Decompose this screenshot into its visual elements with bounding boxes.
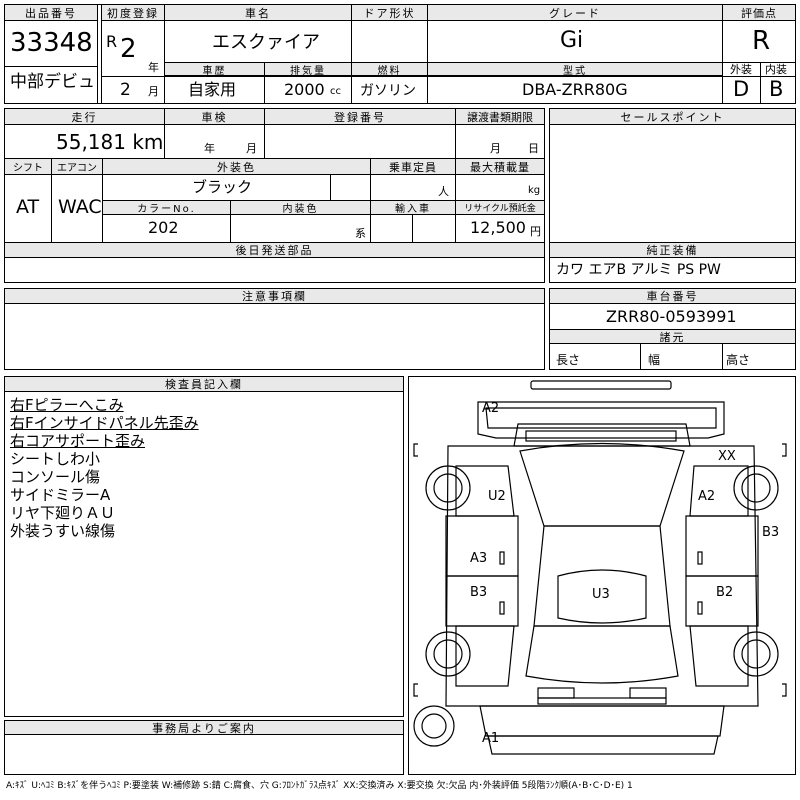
note-item: 右コアサポート歪み — [10, 432, 146, 450]
note-item: 右Fインサイドパネル先歪み — [10, 414, 199, 432]
office-box — [4, 720, 404, 775]
chassis-label: 車台番号 — [550, 289, 795, 304]
inspection-year-unit: 年 — [204, 142, 215, 155]
reg-year: 2 — [120, 34, 137, 64]
fuel-label: 燃料 — [352, 63, 427, 77]
score-label: 評価点 — [723, 5, 795, 21]
aircon: WAC — [58, 196, 102, 218]
later-parts-label: 後日発送部品 — [5, 243, 544, 257]
note-item: サイドミラーA — [10, 486, 111, 504]
inspection-label: 車検 — [165, 109, 264, 125]
color-label: 外装色 — [103, 159, 370, 175]
car-name-label: 車名 — [165, 5, 351, 21]
inspector-box — [4, 376, 404, 717]
door-label: ドア形状 — [352, 5, 427, 21]
interior-color-unit: 系 — [355, 227, 366, 240]
displacement-unit: cc — [330, 86, 341, 97]
reg-month: 2 — [120, 80, 131, 100]
car-diagram-box — [408, 376, 796, 775]
note-item: コンソール傷 — [10, 468, 101, 486]
chassis-number: ZRR80-0593991 — [606, 307, 737, 326]
mark-a2-right: A2 — [698, 489, 716, 504]
history: 自家用 — [188, 80, 237, 99]
color-number: 202 — [148, 218, 179, 237]
recycle-fee: 12,500 — [470, 218, 526, 237]
inspector-notes: 右Fピラーへこみ 右Fインサイドパネル先歪み 右コアサポート歪み シートしわ小 … — [10, 396, 199, 540]
width-label: 幅 — [648, 353, 661, 367]
grade-label: グレード — [428, 5, 722, 21]
score: R — [752, 26, 771, 56]
transfer-month-unit: 月 — [490, 142, 501, 155]
caution-box — [4, 288, 545, 370]
inspection-month-unit: 月 — [246, 142, 257, 155]
vehicle-info-table — [4, 108, 545, 283]
ac-label: エアコン — [52, 159, 102, 175]
equipment-label: 純正装備 — [550, 243, 795, 258]
equipment-box — [549, 242, 796, 283]
note-item: 右Fピラーへこみ — [10, 396, 124, 414]
ext-label: 外装 — [730, 63, 752, 76]
mark-u2: U2 — [488, 489, 506, 504]
int-score: B — [769, 77, 784, 101]
car-name: エスクァイア — [212, 32, 320, 53]
mark-xx: XX — [718, 449, 736, 464]
inspector-label: 検査員記入欄 — [5, 377, 403, 392]
dims-label: 諸元 — [550, 330, 795, 344]
mark-a1: A1 — [482, 731, 500, 746]
int-label: 内装 — [765, 63, 787, 76]
displacement-label: 排気量 — [265, 63, 351, 77]
grade: Gi — [560, 28, 584, 53]
caution-label: 注意事項欄 — [5, 289, 544, 304]
mileage-label: 走行 — [5, 109, 164, 125]
displacement: 2000 — [284, 80, 325, 99]
model: DBA-ZRR80G — [522, 80, 628, 99]
transfer-label: 譲渡書類期限 — [456, 109, 544, 125]
debut-label: 中部デビュ — [10, 72, 95, 92]
load-unit: kg — [528, 185, 541, 196]
note-item: リヤ下廻りＡＵ — [10, 504, 116, 522]
plate-label: 登録番号 — [265, 109, 455, 125]
lot-number: 33348 — [10, 28, 93, 58]
mark-b3-right: B3 — [762, 525, 780, 540]
equipment: カワ エアB アルミ PS PW — [556, 262, 721, 278]
mileage: 55,181 km — [56, 130, 164, 154]
header-table — [4, 4, 796, 104]
mark-b3-left: B3 — [470, 585, 488, 600]
month-unit: 月 — [148, 85, 159, 98]
registration-label: 初度登録 — [102, 5, 164, 21]
transfer-day-unit: 日 — [528, 142, 539, 155]
interior-color-label: 内装色 — [231, 201, 370, 215]
car-diagram — [413, 380, 787, 755]
mark-a3: A3 — [470, 551, 488, 566]
mark-b2: B2 — [716, 585, 734, 600]
sales-point-box — [549, 108, 796, 243]
mark-u3: U3 — [592, 587, 610, 602]
capacity-label: 乗車定員 — [371, 159, 455, 175]
model-label: 型式 — [428, 63, 722, 77]
lot-label: 出品番号 — [5, 5, 97, 21]
recycle-unit: 円 — [530, 225, 541, 238]
legend: A:ｷｽﾞ U:ﾍｺﾐ B:ｷｽﾞを伴うﾍｺﾐ P:要塗装 W:補修跡 S:錆 … — [6, 781, 633, 791]
sales-point-label: セールスポイント — [550, 109, 795, 125]
history-label: 車歴 — [165, 63, 264, 77]
load-label: 最大積載量 — [456, 159, 544, 175]
exterior-color: ブラック — [192, 178, 253, 196]
office-label: 事務局よりご案内 — [5, 721, 403, 735]
era: R — [106, 32, 118, 51]
mark-a2-front: A2 — [482, 401, 500, 416]
import-label: 輸入車 — [371, 201, 455, 215]
colorno-label: カラーNo. — [103, 201, 230, 215]
year-unit: 年 — [148, 61, 159, 74]
recycle-label: リサイクル預託金 — [456, 201, 544, 215]
shift-label: シフト — [5, 159, 51, 175]
height-label: 高さ — [726, 353, 751, 367]
note-item: シートしわ小 — [10, 450, 101, 468]
ext-score: D — [733, 77, 750, 101]
shift: AT — [16, 196, 40, 218]
length-label: 長さ — [556, 353, 581, 367]
fuel: ガソリン — [360, 83, 416, 99]
capacity-unit: 人 — [438, 185, 449, 198]
note-item: 外装うすい線傷 — [10, 522, 116, 540]
